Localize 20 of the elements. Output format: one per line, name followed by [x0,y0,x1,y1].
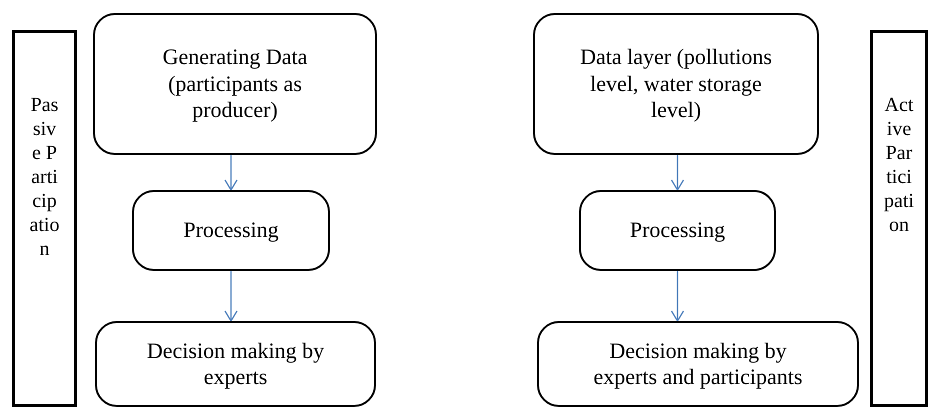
process-box [533,13,819,155]
node-text: Decision making by experts and participants [592,338,804,390]
participation-label-box [870,30,928,407]
participation-label-box [12,30,77,407]
node-text: Processing [630,217,726,244]
node-text: Active Participation [883,93,915,237]
node-text: Decision making by experts [146,338,326,390]
process-box [95,321,376,407]
process-box [537,321,859,407]
process-box [579,190,776,271]
process-box [132,190,330,271]
node-text: Passive Participation [28,93,60,261]
arrow [224,271,238,322]
node-text: Generating Data (participants as producer) [162,44,308,124]
node-text: Data layer (pollutions level, water storage level) [579,44,773,124]
node-text: Processing [183,217,279,244]
arrow [670,155,684,191]
arrow [670,271,684,322]
arrow [224,155,238,191]
process-box [93,13,377,155]
